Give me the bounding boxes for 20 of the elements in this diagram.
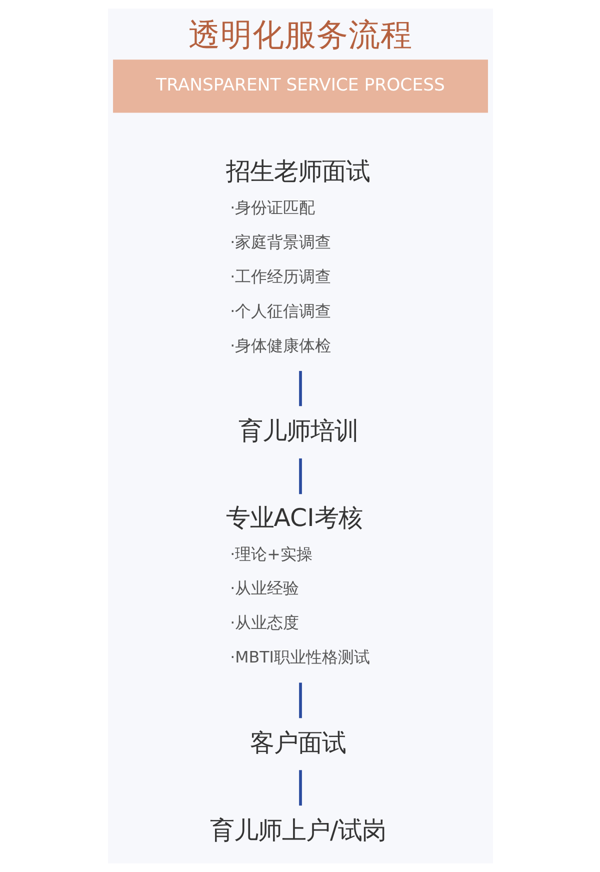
node-label: ·从业态度: [230, 613, 299, 632]
node-label: ·MBTI职业性格测试: [230, 648, 370, 667]
node-text: 客户面试: [250, 728, 346, 757]
node-text: 育儿师上户/试岗: [209, 815, 386, 844]
connector: [298, 370, 302, 406]
diagram-title: 透明化服务流程: [188, 17, 412, 54]
node-label: ·理论+实操: [230, 544, 312, 564]
node-label: ·身份证匹配: [230, 198, 315, 218]
connector: [298, 682, 302, 718]
node-label: ·从业经验: [230, 578, 299, 598]
node-label: ·家庭背景调查: [230, 232, 331, 252]
node-text: 专业ACI考核: [225, 502, 362, 532]
node-text: 招生老师面试: [225, 156, 370, 186]
node-label: ·工作经历调查: [230, 267, 331, 286]
node-label: ·身体健康体检: [230, 336, 331, 355]
node-label: ·个人征信调查: [230, 301, 331, 320]
connector: [298, 770, 302, 806]
label: TRANSPARENT SERVICE PROCESS: [156, 76, 444, 96]
node-text: 育儿师培训: [238, 416, 358, 446]
connector: [298, 458, 302, 494]
